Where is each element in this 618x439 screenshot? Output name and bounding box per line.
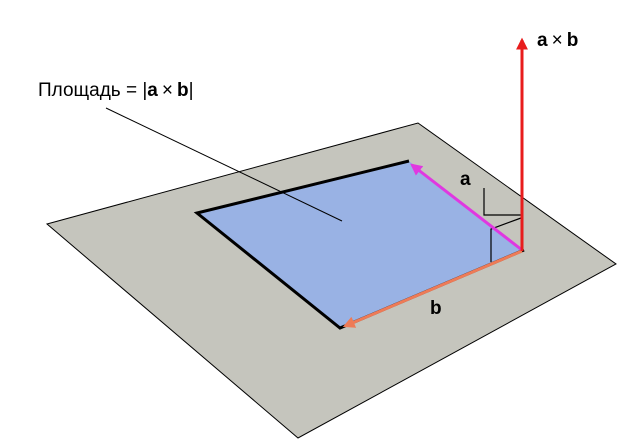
cross-label-a: a	[537, 30, 548, 51]
area-leader-line	[105, 107, 343, 222]
right-angle-marker-a	[483, 188, 521, 216]
parallelogram	[197, 161, 524, 328]
area-label-a: a	[147, 80, 158, 101]
vector-a-label: a	[460, 169, 471, 190]
area-label: Площадь = |a×b|	[38, 80, 194, 102]
area-label-b: b	[176, 80, 189, 101]
vector-b-label: b	[430, 298, 442, 319]
area-label-times: ×	[161, 80, 173, 101]
cross-product-label: a×b	[537, 30, 578, 52]
cross-label-times: ×	[551, 30, 563, 51]
vector-b-arrow	[342, 249, 523, 328]
cross-label-b: b	[566, 30, 579, 51]
area-label-close: |	[188, 80, 194, 101]
right-angle-marker-b	[490, 217, 522, 262]
area-label-text: Площадь = |	[38, 80, 148, 101]
vector-a-arrow	[410, 163, 523, 252]
